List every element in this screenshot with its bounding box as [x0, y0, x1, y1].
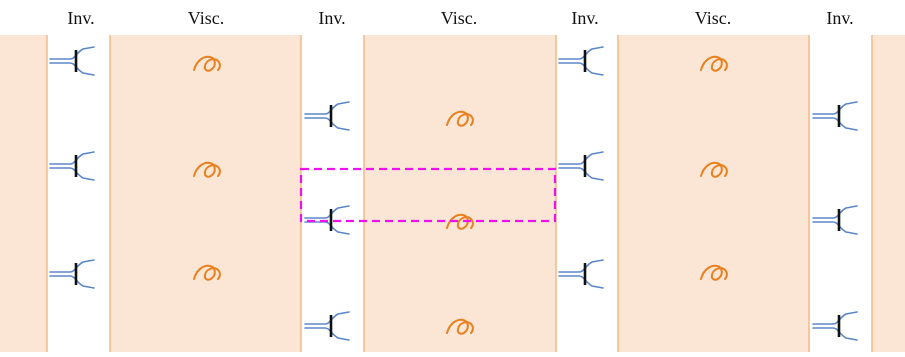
- label-layer: Inv. Visc. Inv. Visc. Inv. Visc. Inv.: [67, 8, 853, 28]
- orange-curl-icon: [700, 161, 728, 178]
- band-layer: [0, 35, 905, 352]
- pore-throat-icon: [304, 311, 350, 341]
- pore-throat-icon: [812, 205, 858, 235]
- viscous-band-3: [618, 35, 809, 352]
- pore-throat-icon: [558, 46, 604, 76]
- viscous-band-2: [364, 35, 556, 352]
- pore-throat-icon: [812, 101, 858, 131]
- orange-curl-icon: [193, 264, 221, 281]
- orange-curl-icon: [446, 318, 474, 335]
- label-inv-2: Inv.: [318, 8, 345, 28]
- glyph-layer: [49, 46, 858, 341]
- orange-curl-icon: [700, 264, 728, 281]
- viscous-band-4: [872, 35, 905, 352]
- highlight-box: [299, 167, 557, 223]
- pore-throat-icon: [49, 151, 95, 181]
- pore-throat-icon: [49, 259, 95, 289]
- label-inv-1: Inv.: [67, 8, 94, 28]
- pore-throat-icon: [812, 311, 858, 341]
- label-visc-1: Visc.: [188, 8, 224, 28]
- orange-curl-icon: [446, 110, 474, 127]
- label-inv-4: Inv.: [826, 8, 853, 28]
- pore-throat-icon: [558, 259, 604, 289]
- orange-curl-icon: [193, 55, 221, 72]
- label-inv-3: Inv.: [571, 8, 598, 28]
- orange-curl-icon: [193, 161, 221, 178]
- pore-throat-icon: [49, 46, 95, 76]
- label-visc-2: Visc.: [441, 8, 477, 28]
- viscous-band-1: [110, 35, 301, 352]
- label-visc-3: Visc.: [695, 8, 731, 28]
- orange-curl-icon: [700, 55, 728, 72]
- overlay-layer: [299, 167, 557, 223]
- orange-curl-icon: [446, 213, 474, 230]
- pore-throat-icon: [558, 151, 604, 181]
- pore-throat-icon: [304, 101, 350, 131]
- viscous-band-0: [0, 35, 47, 352]
